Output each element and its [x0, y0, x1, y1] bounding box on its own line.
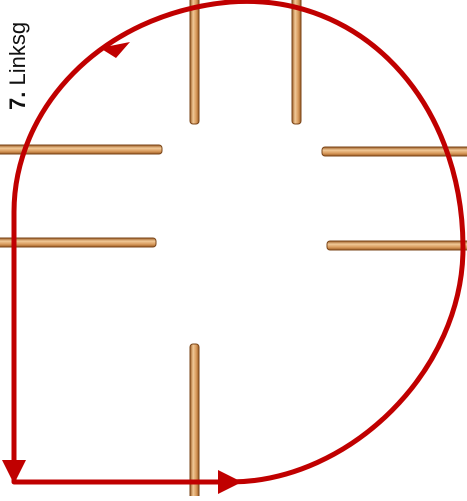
- pole-right-lower: [327, 241, 467, 250]
- pole-bottom: [190, 344, 199, 496]
- step-caption: 7. Linksg: [2, 0, 34, 110]
- pole-left-lower: [0, 238, 156, 247]
- pole-top-right: [292, 0, 301, 124]
- arrow-head-icon: [218, 470, 242, 494]
- step-text: Linksg: [5, 22, 30, 86]
- pole-top-left: [190, 0, 199, 124]
- step-number: 7.: [5, 92, 30, 110]
